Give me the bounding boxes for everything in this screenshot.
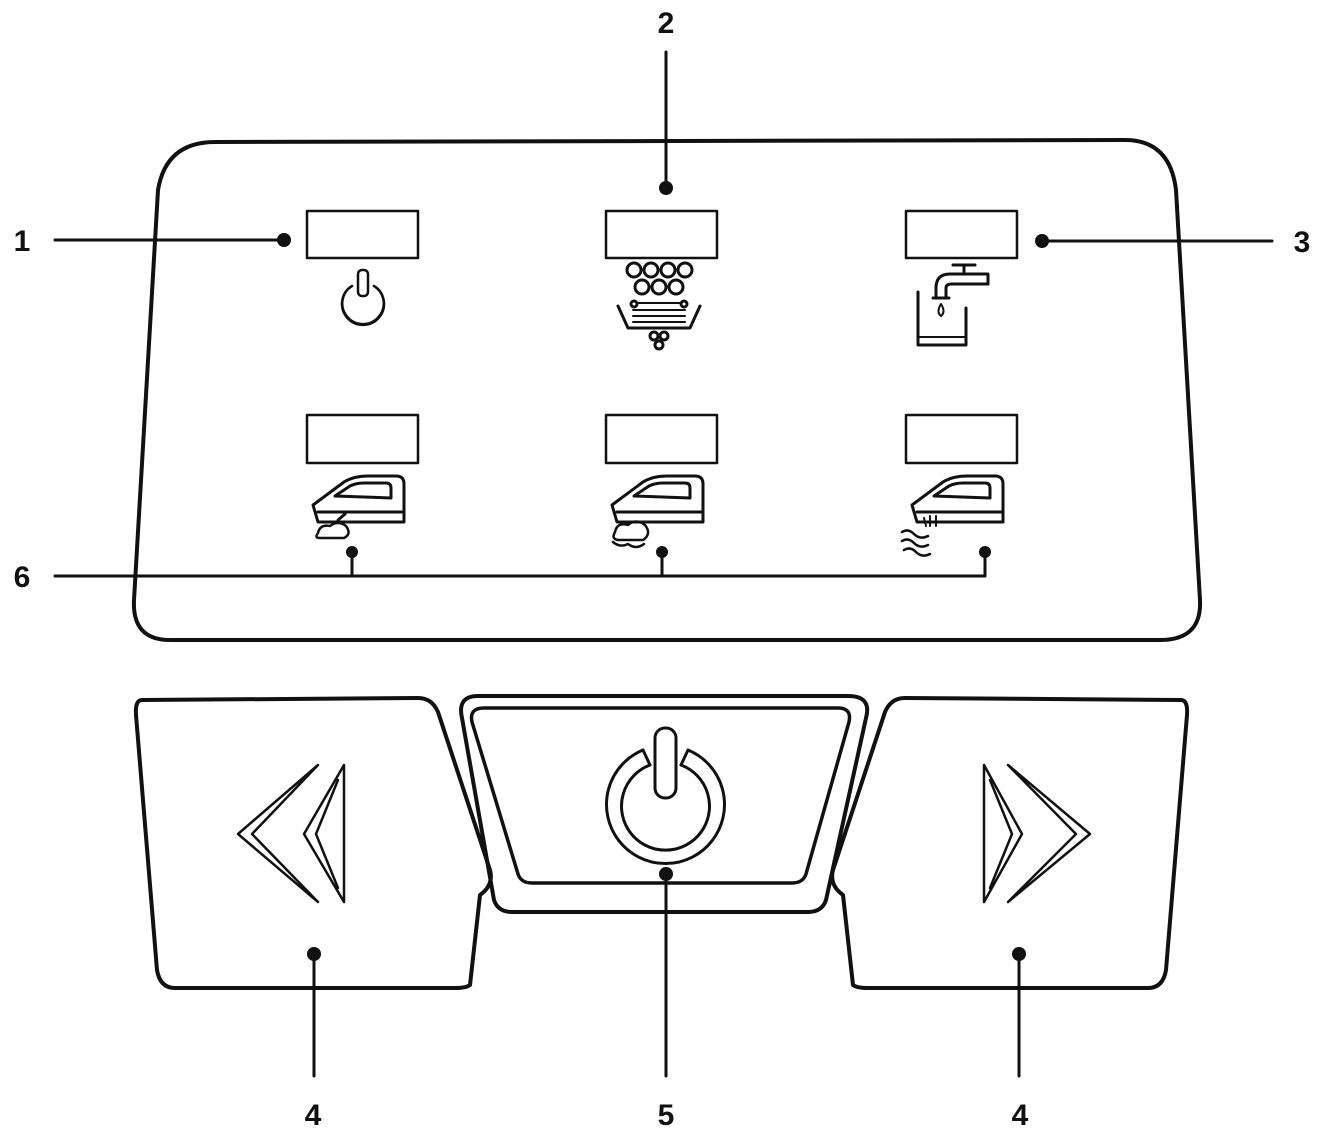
water-tap-icon [916, 263, 990, 347]
callout-4-left: 4 [305, 1099, 322, 1132]
callout-3: 3 [1294, 226, 1311, 259]
leader-3 [1035, 234, 1274, 248]
iron-steam-low-icon [311, 474, 406, 540]
previous-button[interactable] [133, 696, 493, 990]
iron-steam-medium-icon [610, 474, 705, 549]
power-button-bezel [459, 694, 870, 914]
power-icon [605, 726, 726, 865]
leader-4-left [307, 947, 321, 1078]
leader-6 [53, 546, 991, 578]
double-chevron-right-icon [982, 763, 1092, 904]
indicator-window-descale [604, 209, 719, 260]
leader-2 [659, 50, 673, 195]
power-button[interactable] [469, 706, 852, 885]
leader-1 [53, 233, 291, 247]
leader-5 [659, 867, 673, 1078]
callout-2: 2 [658, 7, 675, 40]
double-chevron-left-icon [236, 763, 346, 904]
indicator-window-power [305, 209, 420, 260]
power-icon [340, 268, 386, 327]
callout-6: 6 [14, 561, 31, 594]
iron-steam-high-icon [900, 474, 1005, 557]
callout-5: 5 [658, 1099, 675, 1132]
callout-4-right: 4 [1012, 1099, 1029, 1132]
indicator-window-water [904, 209, 1019, 260]
descale-icon [616, 261, 702, 351]
callout-1: 1 [14, 225, 31, 258]
indicator-window-steam-low [305, 413, 420, 465]
display-panel [131, 138, 1203, 642]
next-button[interactable] [830, 696, 1190, 990]
indicator-window-steam-high [904, 413, 1019, 465]
leader-4-right [1012, 947, 1026, 1078]
indicator-window-steam-medium [604, 413, 719, 465]
